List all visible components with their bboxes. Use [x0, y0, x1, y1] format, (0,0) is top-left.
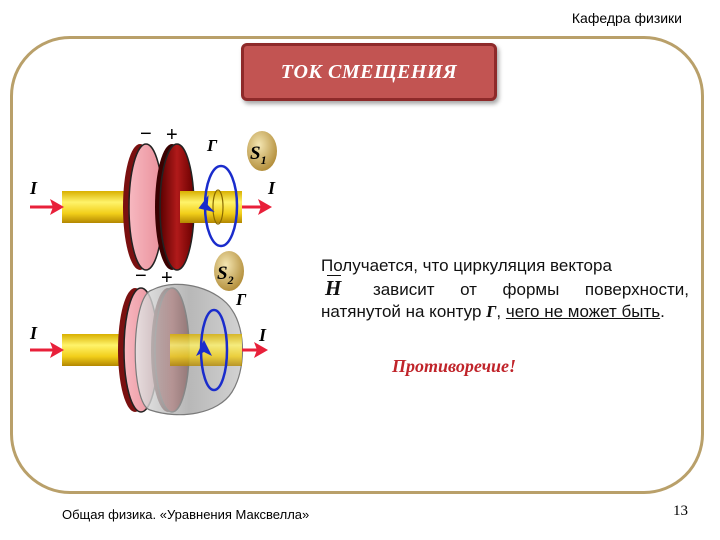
footer-course: Общая физика. «Уравнения Максвелла»: [62, 507, 310, 522]
s1-label: S: [250, 143, 261, 164]
s2-badge: [214, 251, 244, 291]
minus-sign-top: −: [140, 123, 152, 145]
text-part-5: .: [660, 302, 665, 321]
text-part-3: ,: [496, 302, 502, 321]
contradiction-label: Противоречие!: [392, 356, 517, 376]
current-label-right-top: I: [267, 178, 276, 198]
s1-subscript: 1: [261, 153, 267, 167]
wire-left-top: [62, 191, 134, 223]
current-label-right-bottom: I: [258, 325, 267, 345]
text-part-4: чего не может быть: [505, 302, 661, 321]
svg-text:S1: S1: [250, 143, 267, 167]
text-part-1: Получается, что циркуляция вектора: [321, 256, 612, 275]
s1-badge: [247, 131, 277, 171]
minus-sign-bottom: −: [135, 265, 147, 287]
gamma-label-top: Г: [206, 136, 218, 155]
text-part-2: зависит от формы поверхности, натянутой …: [321, 280, 689, 321]
bottom-capacitor: − + S2 Г I I: [29, 251, 268, 416]
gamma-symbol: Г: [486, 302, 497, 321]
page-number: 13: [673, 503, 688, 519]
top-capacitor: − + Г S1 I I: [29, 123, 277, 271]
vector-h-symbol: H: [325, 275, 342, 300]
slide-title-box: ТОК СМЕЩЕНИЯ: [241, 43, 497, 101]
content-frame: [10, 36, 704, 494]
current-label-left-bottom: I: [29, 323, 38, 343]
wire-right-top: [180, 191, 242, 223]
current-label-left-top: I: [29, 178, 38, 198]
s2-label: S: [217, 263, 228, 284]
gamma-label-bottom: Г: [235, 290, 247, 309]
plus-sign-bottom: +: [161, 267, 173, 289]
department-label: Кафедра физики: [571, 10, 682, 26]
slide-title: ТОК СМЕЩЕНИЯ: [280, 60, 458, 83]
s2-subscript: 2: [227, 273, 234, 287]
plus-sign-top: +: [166, 124, 178, 146]
svg-text:S2: S2: [217, 263, 234, 287]
